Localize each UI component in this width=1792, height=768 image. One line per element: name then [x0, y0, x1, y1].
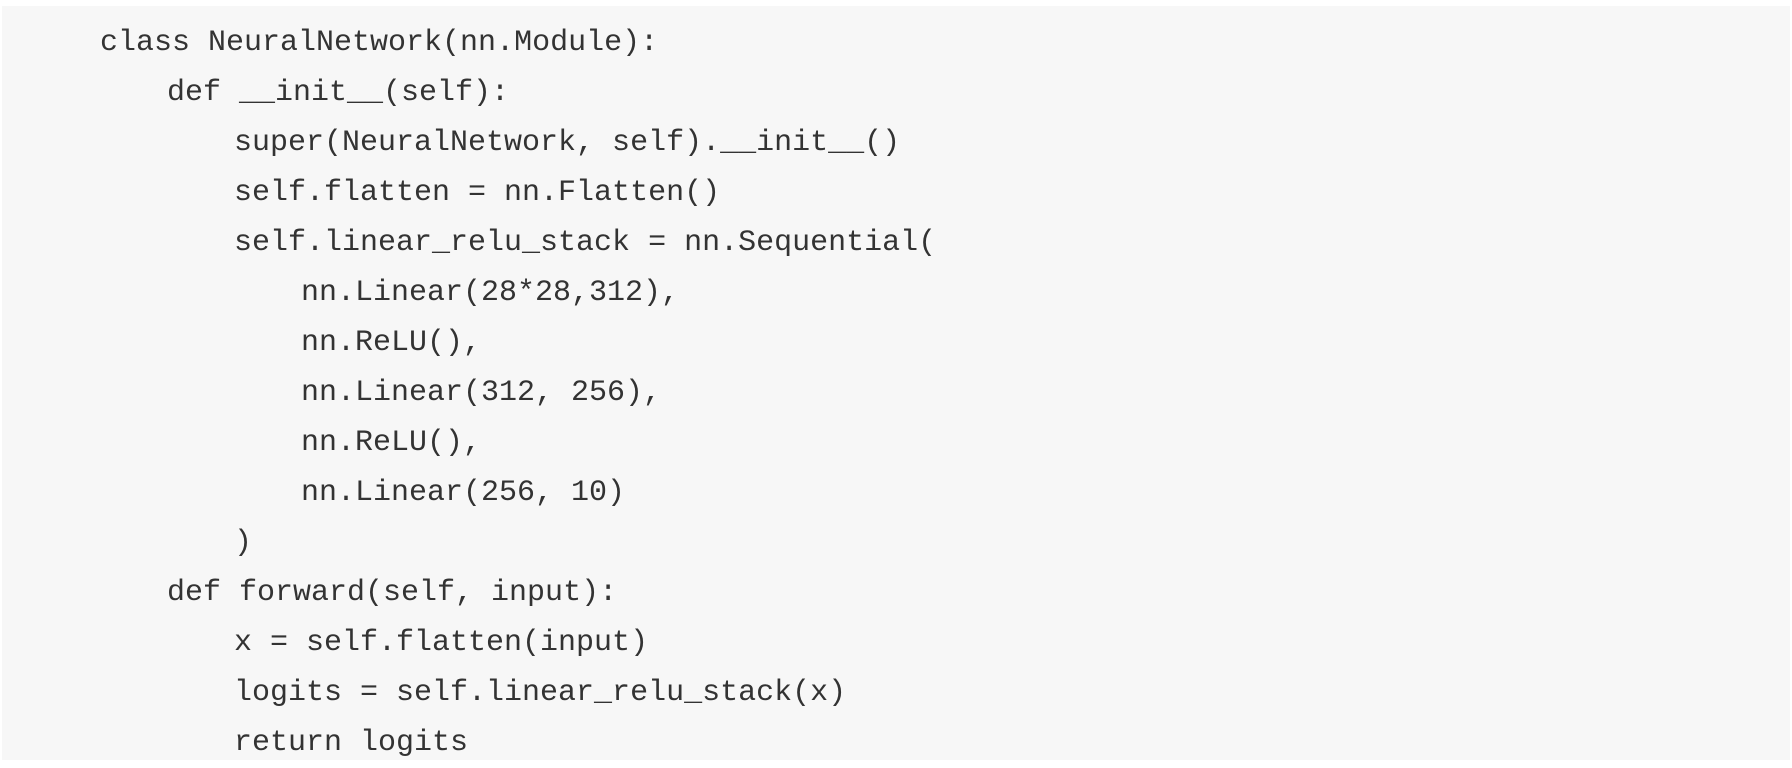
- code-line-linear-layer-2: nn.Linear(312, 256),: [301, 376, 662, 410]
- code-line-closing-paren: ): [234, 526, 253, 560]
- code-line-relu-1: nn.ReLU(),: [301, 326, 482, 360]
- code-line-relu-2: nn.ReLU(),: [301, 426, 482, 460]
- code-line-super-call: super(NeuralNetwork, self).__init__(): [234, 126, 901, 160]
- code-line-logits-assignment: logits = self.linear_relu_stack(x): [234, 676, 847, 710]
- code-line-forward-definition: def forward(self, input):: [167, 576, 618, 610]
- code-line-sequential-assignment: self.linear_relu_stack = nn.Sequential(: [234, 226, 937, 260]
- code-lines: class NeuralNetwork(nn.Module): def __in…: [100, 18, 936, 760]
- code-line-init-definition: def __init__(self):: [167, 76, 510, 110]
- code-line-flatten-call: x = self.flatten(input): [234, 626, 649, 660]
- code-line-flatten-assignment: self.flatten = nn.Flatten(): [234, 176, 721, 210]
- code-line-class-definition: class NeuralNetwork(nn.Module):: [100, 26, 659, 60]
- code-line-linear-layer-1: nn.Linear(28*28,312),: [301, 276, 680, 310]
- code-line-return-statement: return logits: [234, 726, 469, 760]
- code-line-linear-layer-3: nn.Linear(256, 10): [301, 476, 626, 510]
- code-block: class NeuralNetwork(nn.Module): def __in…: [2, 6, 1790, 760]
